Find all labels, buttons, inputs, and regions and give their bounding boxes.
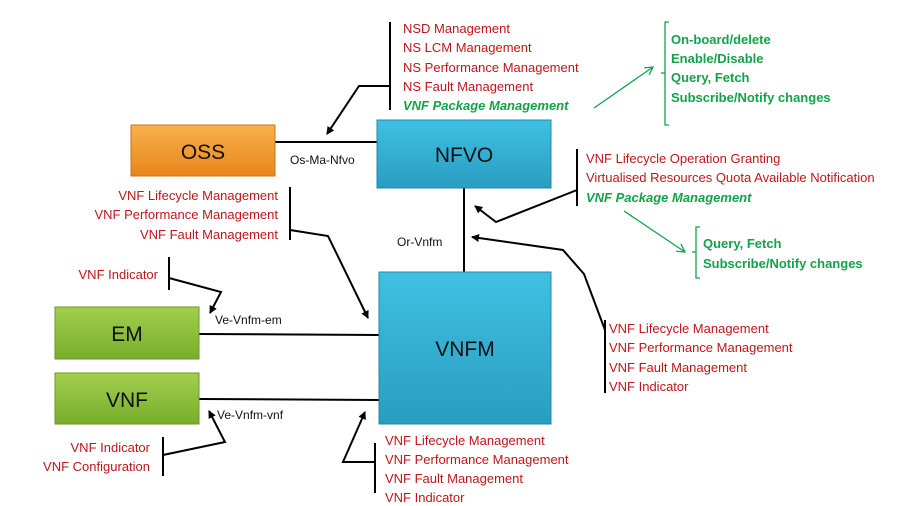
ve-vnfm-vnf-label: Ve-Vnfm-vnf [217,408,284,422]
vnf-label: VNF [106,389,148,412]
vnfm-package-ops: Query, Fetch Subscribe/Notify changes [623,210,863,279]
svg-text:NS Fault Management: NS Fault Management [403,79,533,94]
svg-text:VNF Lifecycle Operation Granti: VNF Lifecycle Operation Granting [586,151,780,166]
nfvo-to-vnfm-operations: VNF Lifecycle Operation Granting Virtual… [474,149,875,224]
svg-text:VNF Indicator: VNF Indicator [71,440,151,455]
svg-text:VNF Lifecycle Management: VNF Lifecycle Management [118,188,278,203]
oss-node[interactable]: OSS [130,124,276,177]
svg-text:VNF Performance Management: VNF Performance Management [94,207,278,222]
svg-text:VNF Lifecycle Management: VNF Lifecycle Management [609,321,769,336]
svg-text:VNF Performance Management: VNF Performance Management [609,340,793,355]
ve-vnfm-em-label: Ve-Vnfm-em [215,313,282,327]
oss-package-ops: On-board/delete Enable/Disable Query, Fe… [593,21,831,126]
vnf-node[interactable]: VNF [54,372,200,425]
svg-text:Virtualised Resources Quota Av: Virtualised Resources Quota Available No… [586,170,875,185]
nfvo-to-oss-operations: NSD Management NS LCM Management NS Perf… [326,21,579,135]
or-vnfm-label: Or-Vnfm [397,235,442,249]
svg-text:Enable/Disable: Enable/Disable [671,51,763,66]
svg-text:Query, Fetch: Query, Fetch [703,236,782,251]
nfvo-node[interactable]: NFVO [376,119,552,189]
vnfm-node[interactable]: VNFM [378,271,552,425]
nfvo-label: NFVO [435,144,493,167]
svg-text:NSD Management: NSD Management [403,21,510,36]
svg-text:VNF Indicator: VNF Indicator [609,379,689,394]
ve-vnfm-vnf-line [198,398,380,401]
svg-text:Subscribe/Notify changes: Subscribe/Notify changes [671,90,831,105]
vnfm-to-vnf-operations: VNF Lifecycle Management VNF Performance… [341,411,569,505]
svg-text:NS LCM Management: NS LCM Management [403,40,532,55]
vnfm-label: VNFM [435,338,495,361]
svg-text:VNF Performance Management: VNF Performance Management [385,452,569,467]
em-label: EM [111,323,143,346]
svg-text:VNF Configuration: VNF Configuration [43,459,150,474]
vnfm-to-nfvo-operations: VNF Lifecycle Management VNF Performance… [471,234,793,394]
oss-label: OSS [181,141,225,164]
svg-text:NS Performance Management: NS Performance Management [403,60,579,75]
svg-text:VNF Indicator: VNF Indicator [79,267,159,282]
svg-text:VNF Fault Management: VNF Fault Management [609,360,747,375]
em-to-vnfm-operations: VNF Indicator [79,257,223,314]
svg-text:On-board/delete: On-board/delete [671,32,771,47]
svg-text:Subscribe/Notify changes: Subscribe/Notify changes [703,256,863,271]
vnf-to-vnfm-operations: VNF Indicator VNF Configuration [43,410,227,476]
svg-text:VNF Fault Management: VNF Fault Management [140,227,278,242]
svg-text:VNF Indicator: VNF Indicator [385,490,465,505]
svg-text:VNF Fault Management: VNF Fault Management [385,471,523,486]
svg-text:VNF Package Management: VNF Package Management [586,190,752,205]
os-ma-nfvo-label: Os-Ma-Nfvo [290,153,355,167]
svg-text:Query, Fetch: Query, Fetch [671,70,750,85]
svg-text:VNF Lifecycle Management: VNF Lifecycle Management [385,433,545,448]
ve-vnfm-em-line [198,333,380,336]
svg-text:VNF Package Management: VNF Package Management [403,98,569,113]
em-node[interactable]: EM [54,306,200,360]
vnfm-to-oss-operations: VNF Lifecycle Management VNF Performance… [94,187,369,319]
